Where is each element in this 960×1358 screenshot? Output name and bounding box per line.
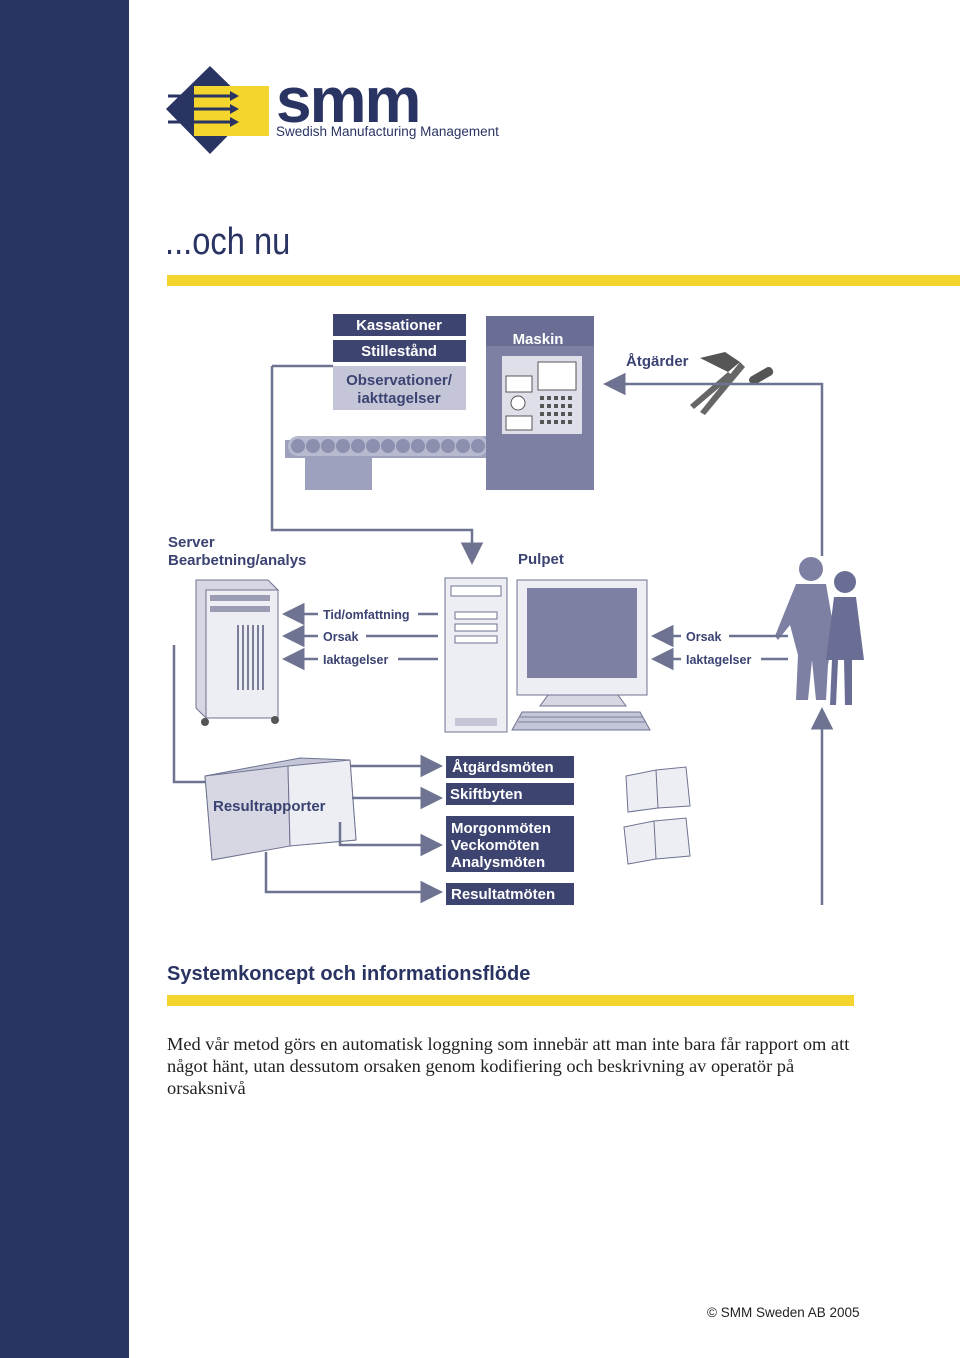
stillestand-box: Stillestånd [333,340,466,362]
operator-iakttagelser-label: Iaktagelser [686,653,751,667]
meetings-box: Morgonmöten Veckomöten Analysmöten [446,816,574,872]
kassationer-label: Kassationer [356,317,442,334]
computer-icon [444,577,651,733]
machine-icon: Maskin [486,316,594,490]
flow-iakttagelser-label: Iaktagelser [323,653,388,667]
skiftbyten-box: Skiftbyten [446,783,574,805]
system-diagram: Kassationer Stillestånd Observationer/ i… [168,314,864,905]
logo-tagline: Swedish Manufacturing Management [276,124,499,139]
resultatmoten-box: Resultatmöten [446,883,574,905]
flow-orsak-label: Orsak [323,630,358,644]
observationer-box: Observationer/ iakttagelser [333,366,466,410]
flow-tid-label: Tid/omfattning [323,608,410,622]
top-yellow-rule [167,275,960,286]
smm-logo [166,66,269,154]
atgardsmoten-box: Åtgärdsmöten [446,756,574,778]
server-icon [195,579,279,726]
report-book-icon [204,757,357,861]
atgarder-label: Åtgärder [626,353,689,370]
body-paragraph: Med vår metod görs en automatisk loggnin… [167,1034,850,1098]
server-sublabel: Bearbetning/analys [168,552,306,569]
server-label: Server [168,534,215,551]
pulpet-label: Pulpet [518,551,564,568]
conveyor-icon [285,436,490,490]
resultatmoten-label: Resultatmöten [451,886,555,903]
morgonmoten-label: Morgonmöten [451,820,551,837]
atgardsmoten-label: Åtgärdsmöten [452,759,554,776]
open-book-icon [623,766,691,865]
logo-wordmark: smm [276,64,421,136]
operator-orsak-label: Orsak [686,630,721,644]
bottom-yellow-rule [167,995,854,1006]
skiftbyten-label: Skiftbyten [450,786,523,803]
stillestand-label: Stillestånd [361,343,437,360]
operators-icon [775,557,864,705]
diagram-caption: Systemkoncept och informationsflöde [167,963,531,985]
resultrapporter-label: Resultrapporter [213,798,326,815]
tools-icon [690,352,774,415]
observationer-label-1: Observationer/ [346,372,453,389]
kassationer-box: Kassationer [333,314,466,336]
copyright-notice: © SMM Sweden AB 2005 [707,1305,860,1320]
side-bar [0,0,129,1358]
observationer-label-2: iakttagelser [357,390,441,407]
veckomoten-label: Veckomöten [451,837,539,854]
page-heading: ...och nu [165,221,291,263]
analysmoten-label: Analysmöten [451,854,545,871]
maskin-label: Maskin [513,331,564,348]
